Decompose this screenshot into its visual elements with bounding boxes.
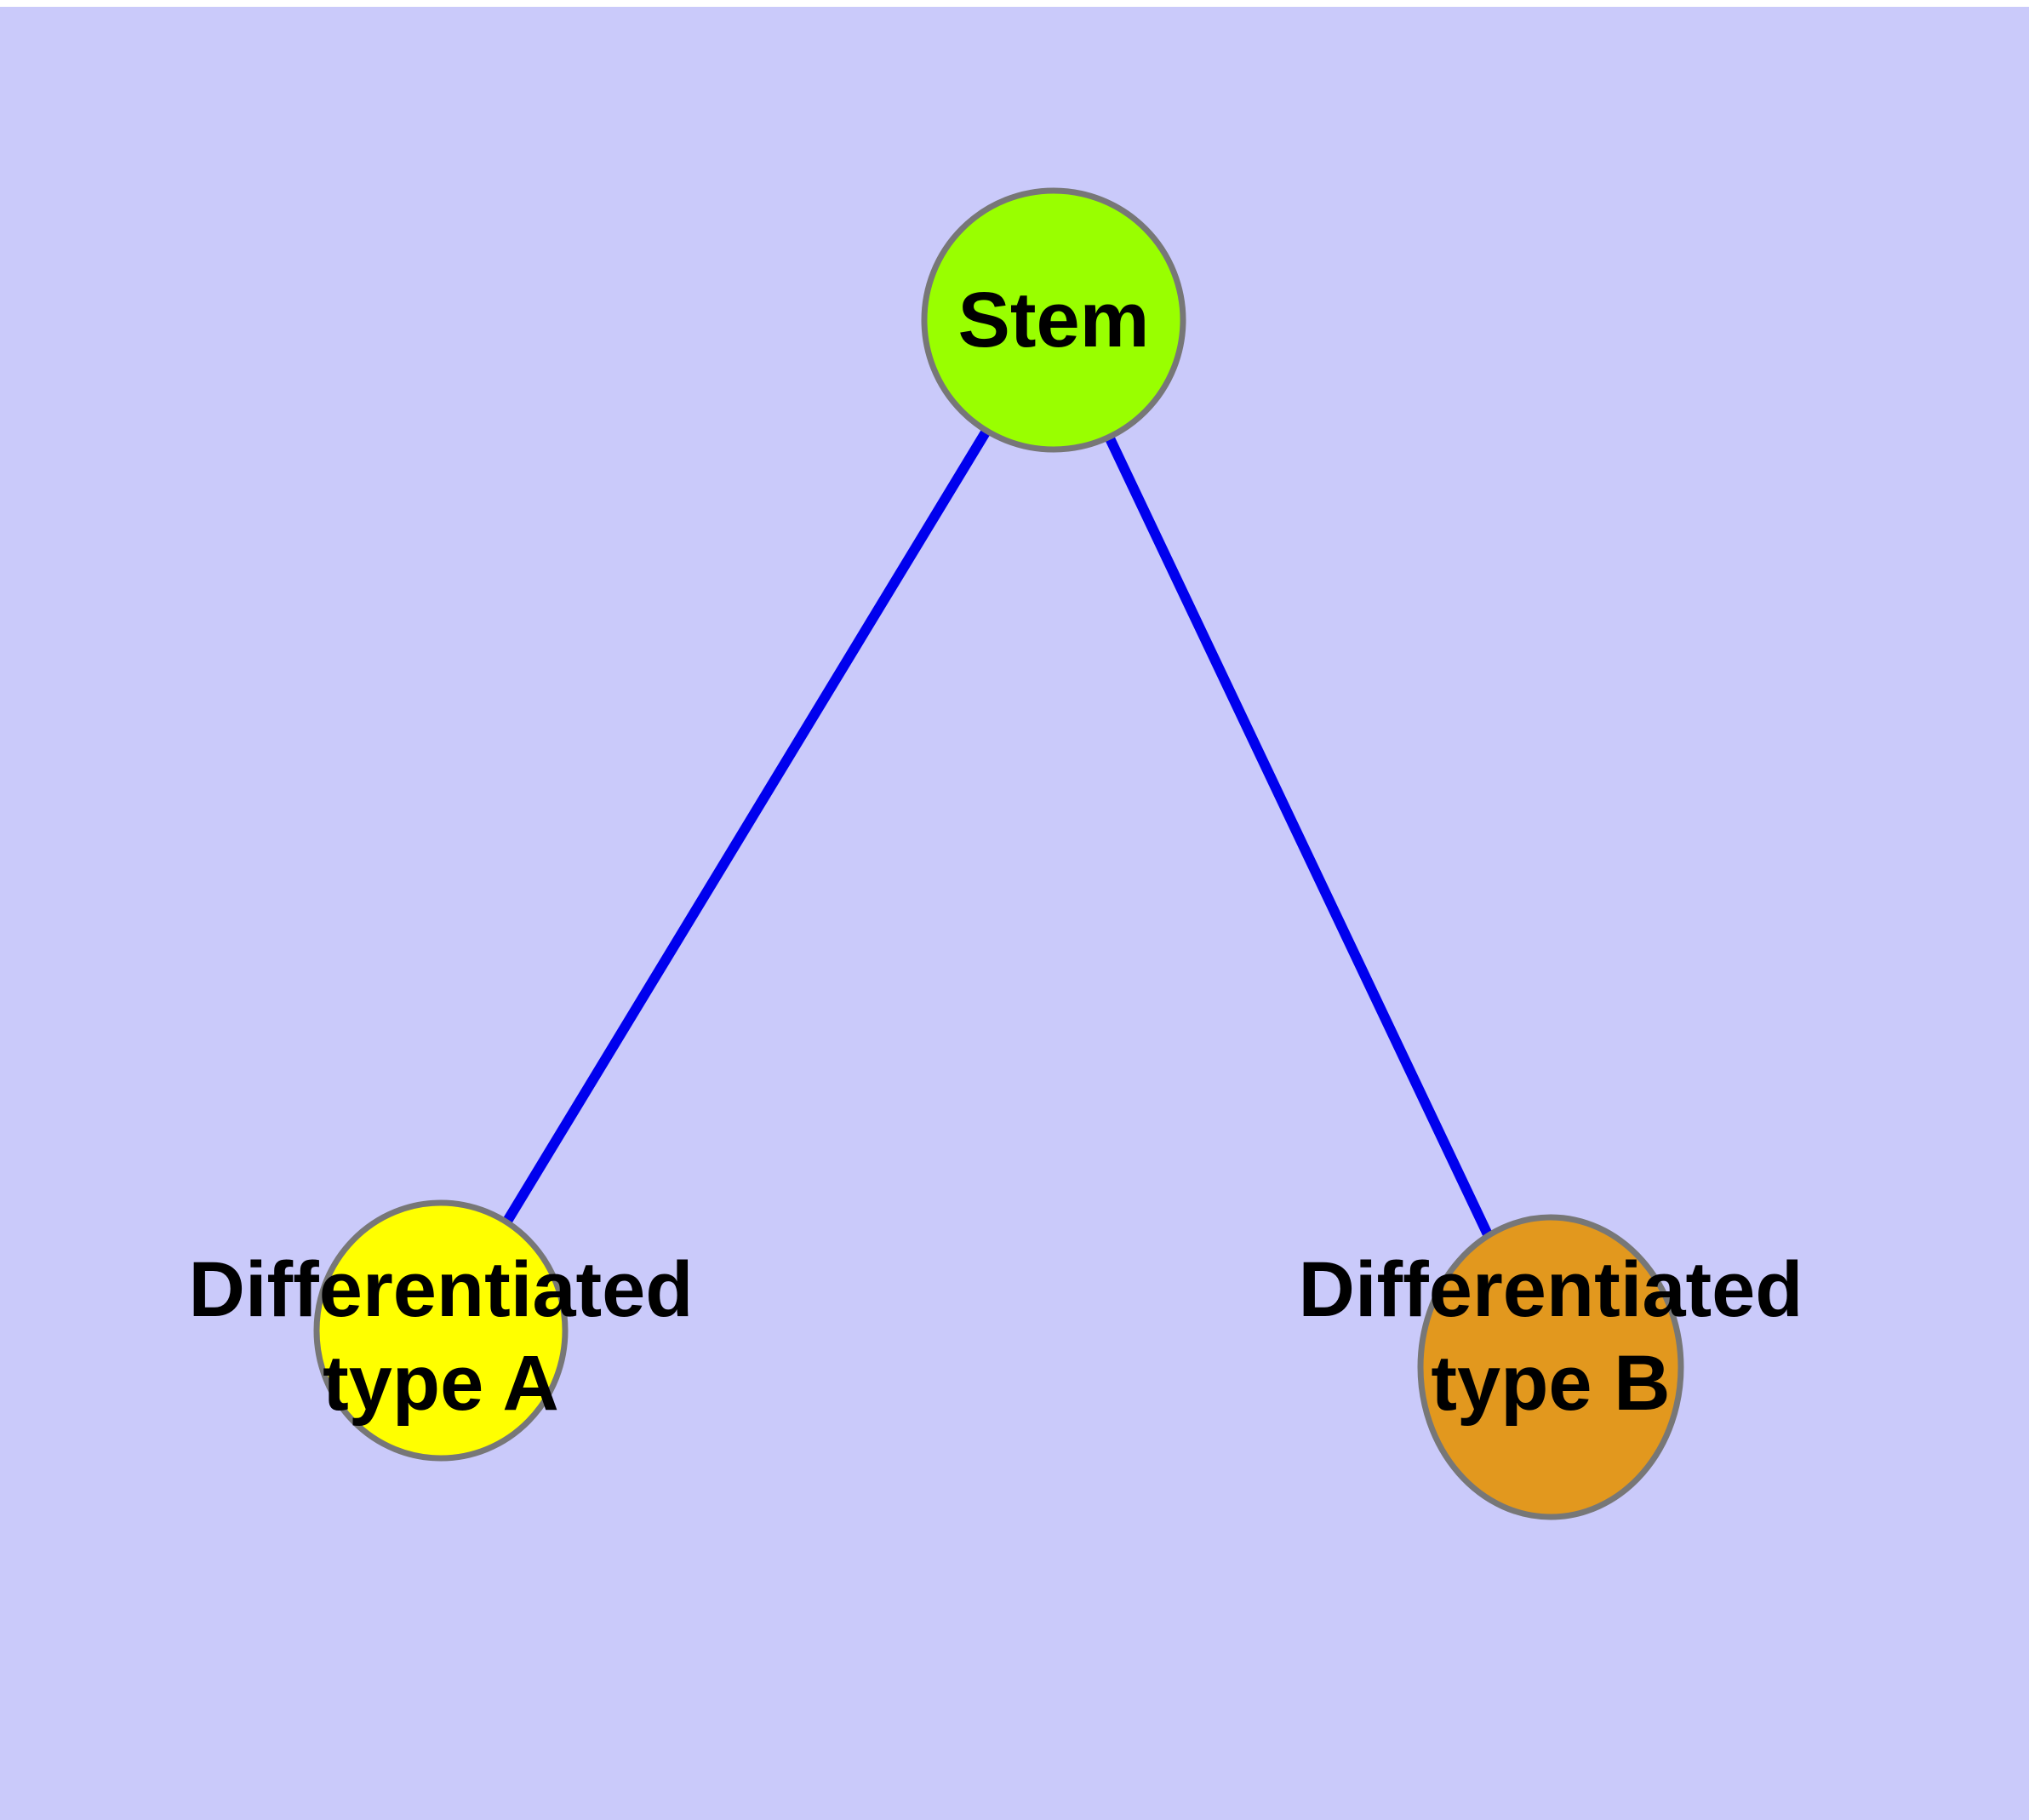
- stem-node[interactable]: [921, 187, 1186, 453]
- differentiated-type-b-node[interactable]: [1417, 1214, 1684, 1520]
- differentiated-type-a-node[interactable]: [313, 1199, 569, 1462]
- edge-stem-to-type-b: [1049, 318, 1556, 1370]
- edge-stem-to-type-a: [436, 317, 1059, 1334]
